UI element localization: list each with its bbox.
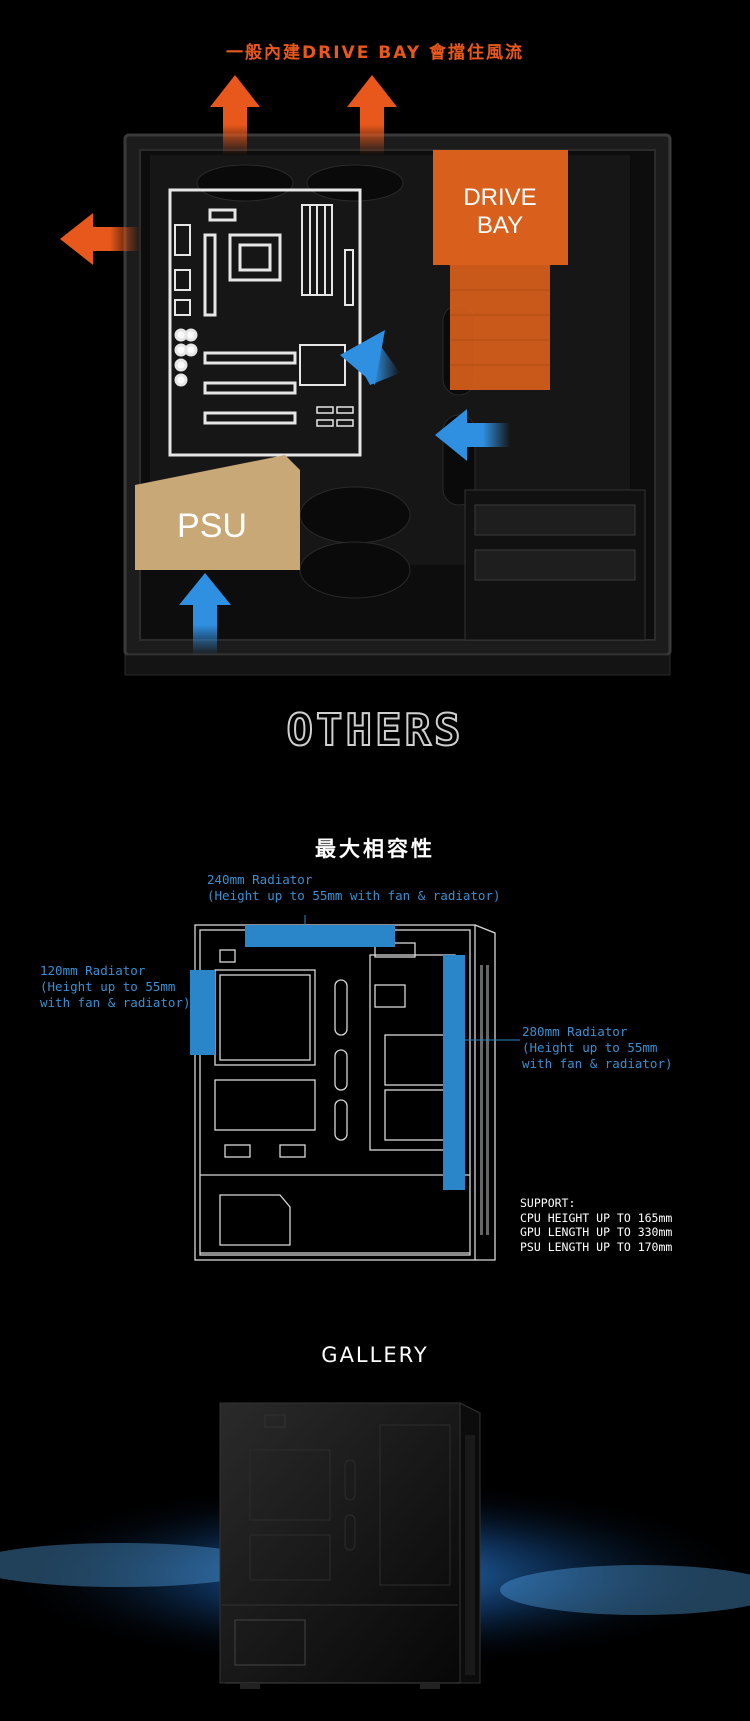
compatibility-title: 最大相容性 <box>315 837 435 861</box>
radiator-120-note-2: with fan & radiator) <box>40 995 191 1010</box>
radiator-240-title: 240mm Radiator <box>207 872 313 887</box>
gallery-case <box>219 1402 481 1689</box>
support-cpu: CPU HEIGHT UP TO 165mm <box>520 1210 673 1225</box>
radiator-280 <box>443 955 465 1190</box>
radiator-280-title: 280mm Radiator <box>522 1024 628 1039</box>
airflow-title: 一般內建DRIVE BAY 會擋住風流 <box>226 43 524 63</box>
radiator-120-label: 120mm Radiator (Height up to 55mm with f… <box>40 963 191 1011</box>
intake-arrow-front-1 <box>340 330 400 385</box>
airflow-diagram: DRIVE BAY PSU <box>60 75 672 676</box>
radiator-120-title: 120mm Radiator <box>40 963 146 978</box>
exhaust-arrow-top-1 <box>210 75 260 155</box>
support-heading: SUPPORT: <box>520 1196 576 1210</box>
gallery-title: GALLERY <box>321 1343 429 1367</box>
radiator-240 <box>245 925 395 947</box>
drive-bay-label-1: DRIVE <box>463 184 536 211</box>
intake-arrow-front-2 <box>435 409 510 461</box>
support-gpu: GPU LENGTH UP TO 330mm <box>520 1225 673 1239</box>
others-title: OTHERS <box>286 704 464 757</box>
radiator-120 <box>190 970 215 1055</box>
drive-bay-label-2: BAY <box>477 212 523 239</box>
radiator-280-label: 280mm Radiator (Height up to 55mm with f… <box>522 1024 673 1072</box>
support-specs: SUPPORT: CPU HEIGHT UP TO 165mm GPU LENG… <box>520 1196 672 1254</box>
radiator-240-note: (Height up to 55mm with fan & radiator) <box>207 888 501 903</box>
exhaust-arrow-rear <box>60 213 140 265</box>
psu-label: PSU <box>177 507 247 545</box>
radiator-280-note-1: (Height up to 55mm <box>522 1040 658 1055</box>
psu-block: PSU <box>135 455 300 570</box>
motherboard <box>168 188 362 457</box>
intake-arrow-bottom <box>179 573 231 655</box>
support-psu: PSU LENGTH UP TO 170mm <box>520 1239 673 1254</box>
radiator-280-note-2: with fan & radiator) <box>522 1056 673 1071</box>
case-line-drawing <box>190 915 520 1261</box>
drive-bay: DRIVE BAY <box>433 150 568 390</box>
radiator-240-label: 240mm Radiator (Height up to 55mm with f… <box>207 872 501 904</box>
radiator-120-note-1: (Height up to 55mm <box>40 979 176 994</box>
exhaust-arrow-top-2 <box>347 75 397 155</box>
gallery-image <box>0 1402 750 1689</box>
